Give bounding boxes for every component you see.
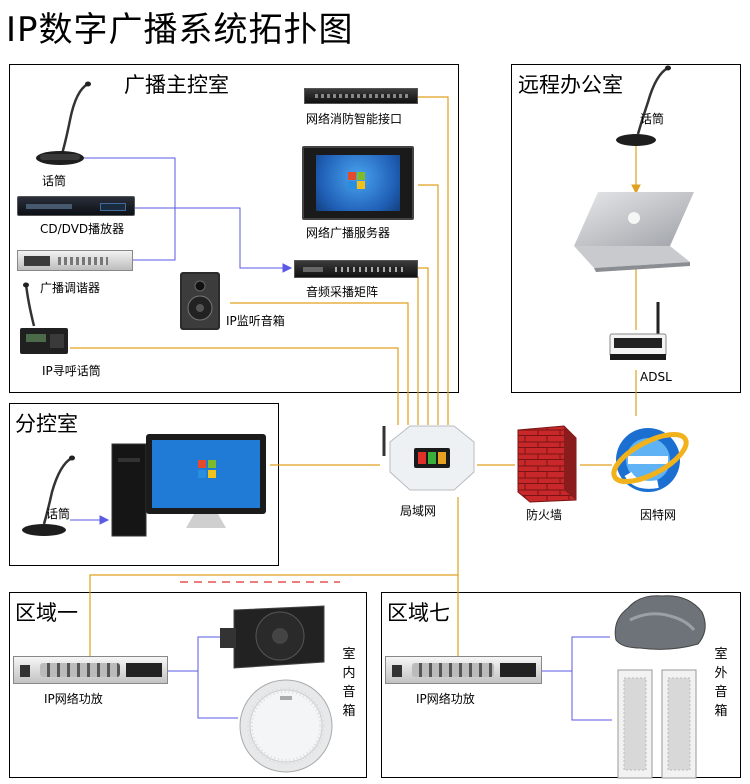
brick-wall-icon (517, 425, 577, 503)
device-label-mic-main: 话筒 (42, 174, 67, 188)
room-title-zone-one: 区域一 (15, 601, 78, 625)
device-label-indoor-speakers: 室内音箱 (342, 647, 356, 719)
device-label-fire-interface: 网络消防智能接口 (306, 112, 403, 126)
microphone-icon-remote (616, 65, 671, 146)
cd-dvd-player-icon (17, 196, 135, 216)
device-label-mic-remote: 话筒 (640, 112, 665, 126)
microphone-icon-sub (22, 455, 75, 536)
column-speaker-icon (617, 669, 697, 779)
desktop-pc-icon (111, 434, 266, 537)
device-label-amp-zone1: IP网络功放 (44, 692, 103, 706)
room-title-main-control: 广播主控室 (124, 73, 229, 97)
rock-speaker-icon (614, 595, 706, 650)
room-title-sub-control: 分控室 (15, 412, 78, 436)
device-label-paging-mic: IP寻呼话筒 (42, 364, 101, 378)
microphone-icon (36, 81, 91, 165)
device-label-outdoor-speakers: 室外音箱 (714, 647, 728, 719)
ceiling-speaker-icon (239, 679, 333, 773)
paging-microphone-icon (20, 282, 68, 354)
device-label-lan: 局域网 (400, 504, 437, 518)
internet-explorer-icon (611, 428, 689, 492)
room-title-remote-office: 远程办公室 (518, 73, 623, 97)
device-label-audio-matrix: 音频采播矩阵 (306, 285, 379, 299)
device-label-tuner: 广播调谐器 (40, 281, 101, 295)
device-label-internet: 因特网 (640, 508, 677, 522)
monitor-speaker-icon (180, 272, 220, 330)
fire-interface-icon (304, 88, 418, 104)
device-label-broadcast-server: 网络广播服务器 (306, 226, 391, 240)
amplifier-icon-zone1 (13, 656, 168, 684)
page-title: IP数字广播系统拓扑图 (6, 10, 354, 50)
device-label-firewall: 防火墙 (526, 508, 563, 522)
indoor-wall-speaker-icon (220, 605, 325, 669)
device-label-monitor-speaker: IP监听音箱 (226, 314, 285, 328)
audio-matrix-icon (294, 260, 418, 278)
room-title-zone-seven: 区域七 (387, 601, 450, 625)
device-label-adsl: ADSL (640, 370, 672, 384)
broadcast-server-icon (302, 146, 414, 220)
amplifier-icon-zone7 (385, 656, 542, 684)
laptop-icon (574, 192, 694, 272)
router-icon (382, 425, 475, 491)
device-label-mic-sub: 话筒 (46, 507, 71, 521)
tuner-icon (17, 250, 133, 271)
device-label-amp-zone7: IP网络功放 (416, 692, 475, 706)
adsl-modem-icon (609, 302, 667, 360)
device-label-cd-dvd: CD/DVD播放器 (40, 222, 125, 236)
